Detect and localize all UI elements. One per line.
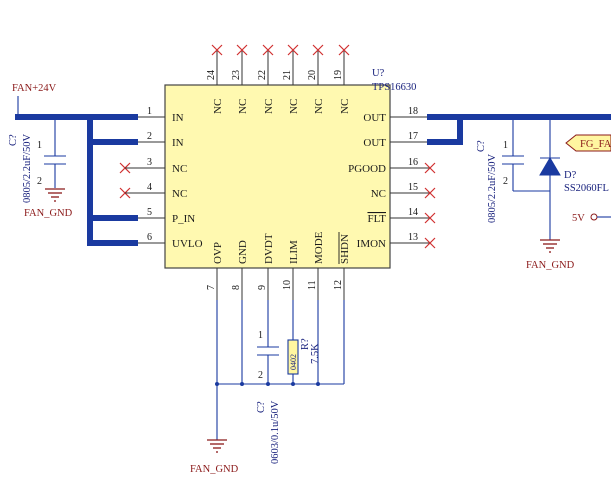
pin-number: 19 (333, 70, 344, 80)
pin-number: 14 (408, 207, 418, 218)
capacitor-pin: 1 (258, 330, 263, 341)
pin-number: 13 (408, 232, 418, 243)
bottom-pin-lines (216, 268, 345, 300)
pin-number: 11 (307, 280, 318, 290)
pin-name: P_IN (172, 213, 195, 225)
pin-name: NC (339, 99, 351, 114)
pin-number: 23 (231, 70, 242, 80)
fg-port-tag (565, 134, 611, 152)
no-connect-markers (119, 44, 436, 249)
pin-name: OUT (363, 112, 386, 124)
pin-number: 4 (147, 182, 152, 193)
ic-part-number: TPS16630 (372, 82, 416, 93)
capacitor-ref: C? (256, 401, 267, 413)
pin-number: 10 (282, 280, 293, 290)
capacitor-ref: C? (476, 140, 487, 152)
capacitor-pin: 2 (258, 370, 263, 381)
pin-number: 7 (206, 285, 217, 290)
right-pin-lines (390, 116, 430, 244)
capacitor-pin: 1 (37, 140, 42, 151)
capacitor-value: 0805/2.2uF/50V (487, 153, 498, 223)
pin-name: PGOOD (348, 163, 386, 175)
pin-name: NC (288, 99, 300, 114)
fg-port-label: FG_FA (580, 139, 611, 150)
ground-symbol (207, 439, 227, 453)
resistor-value: 7.5K (310, 343, 321, 364)
net-label-5v: 5V (572, 213, 585, 224)
pin-name: NC (172, 163, 187, 175)
input-power-wiring (15, 96, 138, 246)
pin-name: IN (172, 112, 184, 124)
pin-name: NC (212, 99, 224, 114)
net-label-fan24v: FAN+24V (12, 83, 57, 94)
diode (539, 117, 561, 240)
pin-number: 18 (408, 106, 418, 117)
pin-name: UVLO (172, 238, 203, 250)
pin-number: 17 (408, 131, 418, 142)
pin-number: 24 (206, 70, 217, 80)
pin-number: 21 (282, 70, 293, 80)
top-pin-lines (216, 50, 345, 85)
ilim-resistor (287, 339, 299, 375)
net-label-fan-gnd: FAN_GND (526, 260, 575, 271)
diode-ref: D? (564, 170, 577, 181)
net-label-fan-gnd: FAN_GND (24, 208, 73, 219)
capacitor-value: 0603/0.1u/50V (270, 400, 281, 464)
ic-body (164, 84, 391, 269)
pin-number: 16 (408, 157, 418, 168)
input-capacitor (44, 117, 66, 188)
pin-number: 22 (257, 70, 268, 80)
capacitor-ref: C? (8, 134, 19, 146)
power-port-5v (590, 213, 598, 221)
pin-number: 1 (147, 106, 152, 117)
pin-name: DVDT (263, 233, 275, 264)
left-pin-lines (135, 116, 165, 244)
output-capacitor (502, 117, 550, 192)
pin-name: NC (172, 188, 187, 200)
pin-name: OUT (363, 137, 386, 149)
capacitor-value: 0805/2.2uF/50V (22, 133, 33, 203)
ic-designator: U? (372, 68, 385, 79)
ground-symbol (540, 239, 560, 253)
resistor-package: 0402 (289, 354, 298, 370)
pin-number: 2 (147, 131, 152, 142)
resistor-ref: R? (300, 338, 311, 350)
net-label-fan-gnd: FAN_GND (190, 464, 239, 475)
pin-name: GND (237, 240, 249, 264)
pin-name: IN (172, 137, 184, 149)
pin-name-flt: FLT (367, 213, 386, 225)
pin-number: 3 (147, 157, 152, 168)
pin-name: OVP (212, 242, 224, 264)
capacitor-pin: 2 (503, 176, 508, 187)
pin-name: MODE (313, 231, 325, 264)
pin-number: 9 (257, 285, 268, 290)
pin-number: 15 (408, 182, 418, 193)
pin-name: NC (371, 188, 386, 200)
output-power-wiring (427, 114, 611, 145)
pin-number: 6 (147, 232, 152, 243)
capacitor-pin: 1 (503, 140, 508, 151)
pin-name: NC (237, 99, 249, 114)
dvdt-capacitor (257, 346, 279, 356)
pin-number: 12 (333, 280, 344, 290)
capacitor-pin: 2 (37, 176, 42, 187)
diode-part: SS2060FL (564, 183, 609, 194)
pin-name: NC (263, 99, 275, 114)
pin-name: IMON (357, 238, 386, 250)
bottom-wiring (215, 300, 345, 440)
pin-number: 5 (147, 207, 152, 218)
pin-number: 20 (307, 70, 318, 80)
pin-number: 8 (231, 285, 242, 290)
pin-name: NC (313, 99, 325, 114)
ground-symbol (45, 188, 65, 202)
pin-name: ILIM (288, 240, 300, 264)
pin-name-shdn: SHDN (339, 234, 351, 264)
